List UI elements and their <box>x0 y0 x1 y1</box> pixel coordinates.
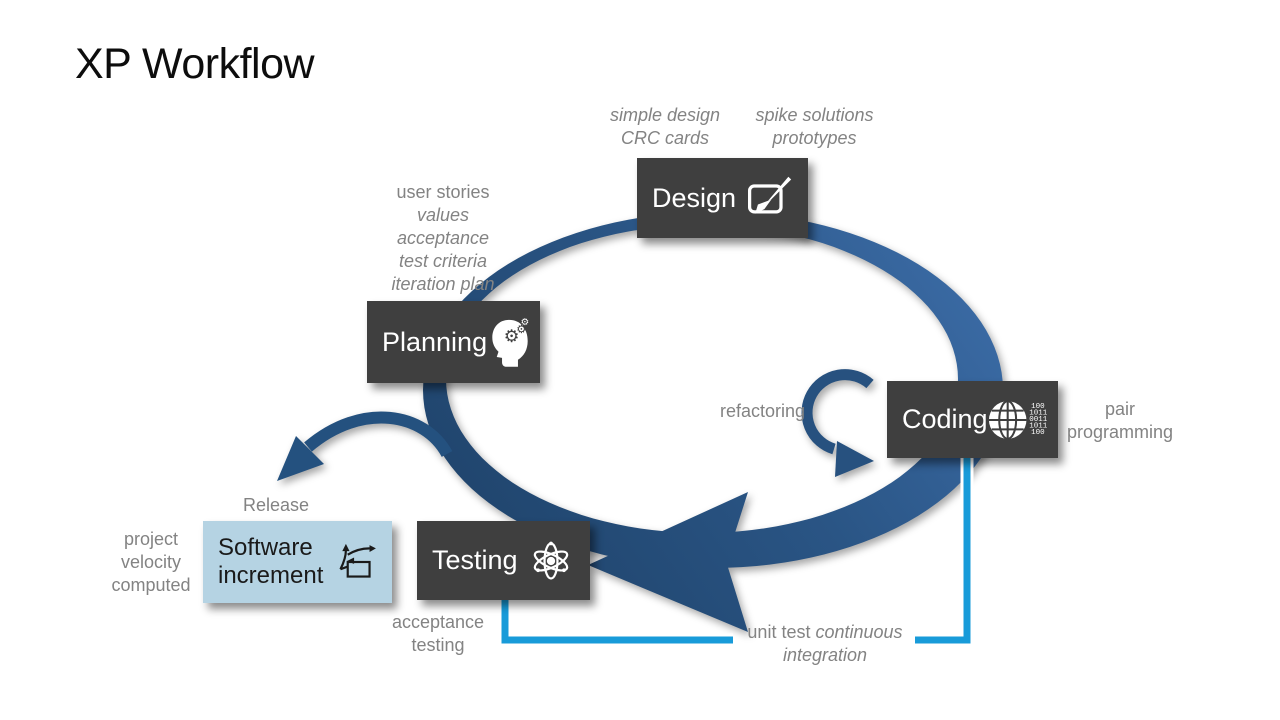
connector-left-segment <box>501 598 733 644</box>
note-line: refactoring <box>719 401 805 421</box>
note-line: programming <box>1066 422 1174 442</box>
note-line: prototypes <box>772 128 857 148</box>
note-line: acceptance <box>391 612 485 632</box>
note-line: spike solutions <box>755 105 874 125</box>
testing-label: Testing <box>432 545 518 575</box>
design-label: Design <box>652 182 737 213</box>
software-increment-line1: Software <box>218 534 313 561</box>
note-line: simple design <box>609 105 721 125</box>
binary-digits: 100 <box>1031 429 1045 437</box>
gear-icon: ⚙ <box>516 324 526 336</box>
planning-box: Planning ⚙ ⚙ ⚙ <box>367 301 540 383</box>
note-line: CRC cards <box>620 128 709 148</box>
note-line: computed <box>111 575 191 595</box>
atom-icon <box>533 541 569 580</box>
planning-label: Planning <box>382 326 488 357</box>
design-note-right: spike solutions prototypes <box>722 104 907 150</box>
software-increment-box: Software increment <box>203 521 392 603</box>
design-note-left: simple design CRC cards <box>570 104 760 150</box>
binary-digits: 1011 <box>1029 422 1048 430</box>
binary-digits: 1011 <box>1029 409 1048 417</box>
unit-test-note: unit test continuous integration <box>705 621 945 667</box>
design-box: Design <box>637 158 808 238</box>
paintbrush-icon <box>748 176 792 214</box>
planning-note: user stories values acceptance test crit… <box>348 181 538 296</box>
note-line: test criteria <box>398 251 488 271</box>
coding-label: Coding <box>902 404 988 434</box>
head-gears-icon: ⚙ ⚙ ⚙ <box>492 317 530 367</box>
refactoring-note: refactoring <box>700 400 805 423</box>
binary-digits: 100 <box>1031 402 1045 410</box>
pair-programming-note: pair programming <box>1050 398 1190 444</box>
release-arrowhead <box>277 436 324 481</box>
note-line: integration <box>782 645 868 665</box>
connector-right-segment <box>915 456 971 644</box>
note-line: Release <box>242 495 310 515</box>
process-arrows-icon <box>339 543 376 578</box>
note-line: velocity <box>120 552 182 572</box>
project-velocity-note: project velocity computed <box>91 528 211 597</box>
note-line: testing <box>411 635 465 655</box>
coding-box: Coding 100 1011 0011 1011 100 <box>887 381 1058 458</box>
cycle-arrowhead <box>588 492 748 632</box>
note-line: iteration plan <box>391 274 495 294</box>
note-line: unit test continuous <box>705 621 945 644</box>
software-increment-line2: increment <box>218 562 324 589</box>
note-line: pair <box>1104 399 1135 419</box>
refactoring-loop-arrowhead <box>835 441 874 477</box>
note-text: continuous <box>815 622 903 642</box>
gear-icon: ⚙ <box>521 317 530 328</box>
refactoring-loop-arrow <box>801 369 874 455</box>
software-increment-label: Software increment <box>218 534 323 590</box>
acceptance-testing-note: acceptance testing <box>378 611 498 657</box>
note-line: project <box>123 529 179 549</box>
gear-icon: ⚙ <box>504 326 520 346</box>
release-arrow <box>304 411 453 458</box>
binary-digits: 0011 <box>1029 415 1048 423</box>
note-line: values <box>416 205 470 225</box>
note-line: user stories <box>396 182 490 202</box>
note-text: unit test <box>747 622 811 642</box>
note-line: acceptance <box>396 228 490 248</box>
globe-binary-icon: 100 1011 0011 1011 100 <box>988 399 1048 440</box>
release-note: Release <box>216 494 336 517</box>
testing-box: Testing <box>417 521 590 600</box>
slide-title: XP Workflow <box>75 40 315 88</box>
